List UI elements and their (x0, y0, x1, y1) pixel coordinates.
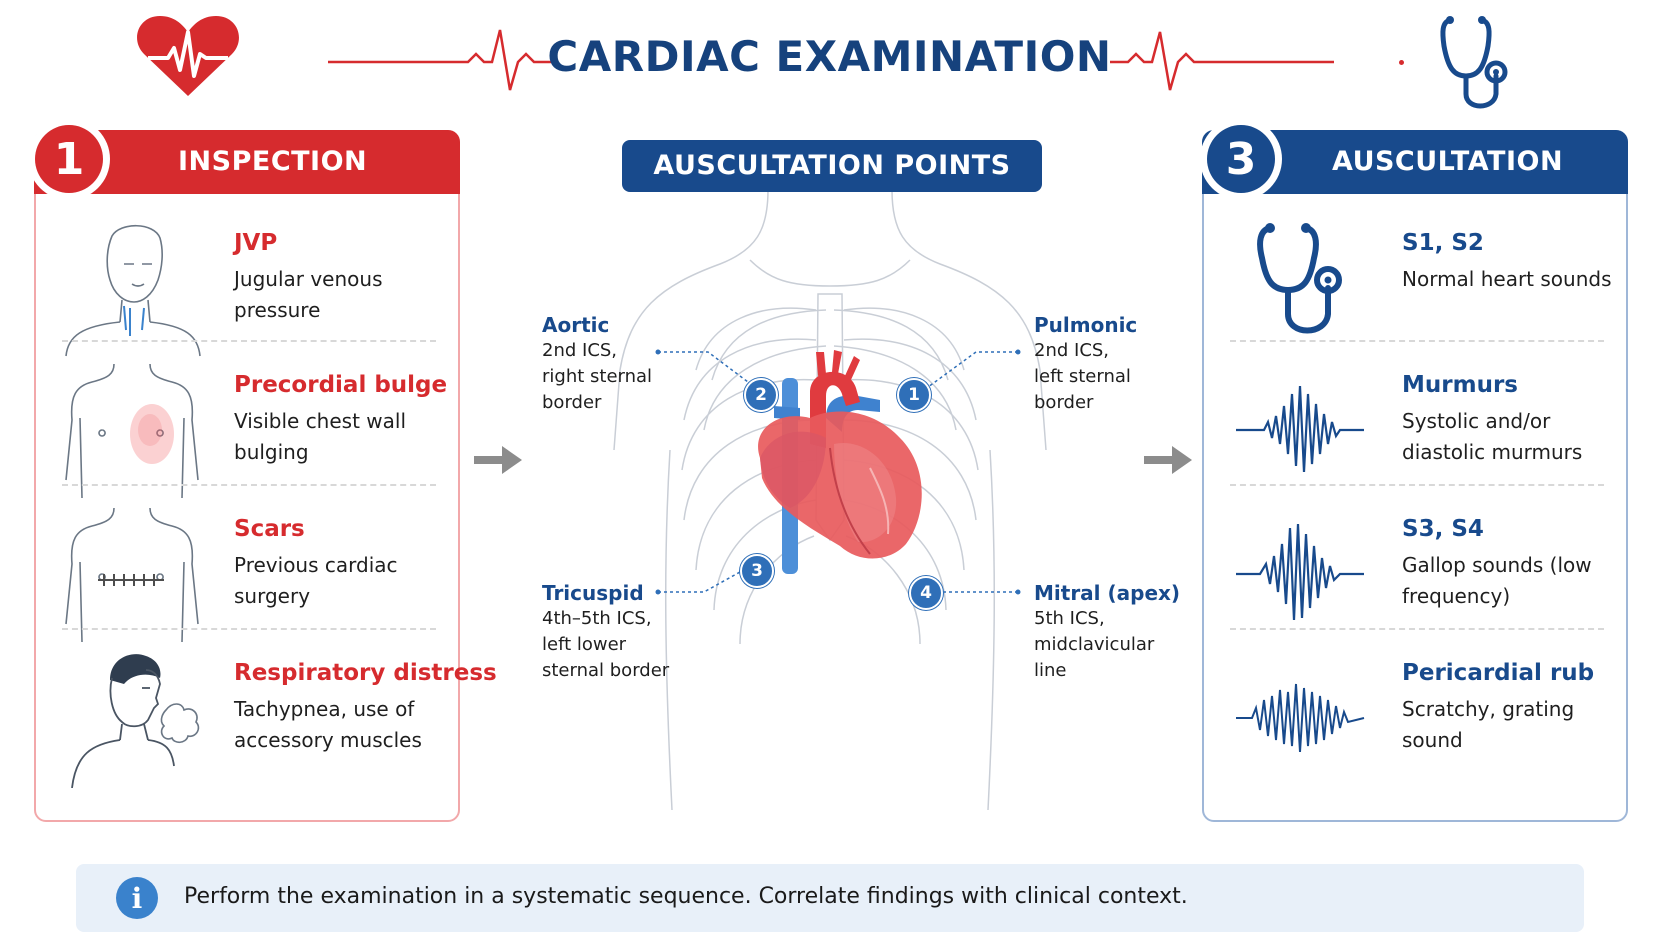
pulmonic-label: Pulmonic 2nd ICS, left sternal border (1034, 313, 1138, 413)
chest-bulge-icon (65, 363, 199, 499)
divider (1230, 340, 1604, 342)
auscultation-title: AUSCULTATION (1332, 146, 1564, 177)
ecg-line-left (328, 29, 552, 91)
aortic-label: Aortic 2nd ICS, right sternal border (542, 313, 653, 413)
info-text: Perform the examination in a systematic … (184, 884, 1188, 909)
auscultation-item-murmurs: Murmurs Systolic and/or diastolic murmur… (1230, 360, 1602, 510)
divider (1230, 628, 1604, 630)
auscultation-item-s1-s2: S1, S2 Normal heart sounds (1230, 218, 1612, 368)
inspection-item-jvp: JVP Jugular venous pressure (62, 218, 434, 368)
divider (62, 340, 436, 342)
divider (1230, 484, 1604, 486)
auscultation-points-header: AUSCULTATION POINTS (622, 140, 1042, 192)
arrow-right-icon (474, 446, 522, 474)
divider (62, 484, 436, 486)
ecg-line-right (1110, 31, 1334, 91)
heart-illustration (758, 350, 922, 574)
inspection-item-scars: Scars Previous cardiac surgery (62, 504, 434, 654)
tricuspid-label: Tricuspid 4th–5th ICS, left lower sterna… (542, 581, 670, 681)
pulmonic-point-marker: 1 (897, 378, 931, 412)
inspection-title: INSPECTION (178, 146, 368, 177)
auscultation-item-s3-s4: S3, S4 Gallop sounds (low frequency) (1230, 504, 1602, 654)
gallop-waveform-icon (1236, 523, 1364, 621)
arrow-right-icon (1144, 446, 1192, 474)
info-banner (76, 864, 1584, 932)
murmur-waveform-icon (1236, 385, 1364, 473)
page-title: CARDIAC EXAMINATION (547, 32, 1112, 81)
chest-scar-icon (65, 507, 199, 643)
mitral-label: Mitral (apex) 5th ICS, midclavicular lin… (1034, 581, 1181, 681)
auscultation-item-pericardial-rub: Pericardial rub Scratchy, grating sound (1230, 648, 1602, 798)
inspection-panel: INSPECTION 1 JVP Jugular venous pressure (28, 118, 497, 822)
auscultation-panel: AUSCULTATION 3 S1, S2 Normal heart sound… (1200, 118, 1628, 822)
heart-ecg-icon (137, 16, 239, 96)
stethoscope-icon (1257, 223, 1342, 334)
tricuspid-point-marker: 3 (740, 554, 774, 588)
step-1-badge: 1 (28, 118, 110, 200)
stethoscope-icon (1440, 16, 1508, 109)
decorative-dot (1399, 60, 1404, 65)
mitral-point-marker: 4 (909, 576, 943, 610)
info-icon: i (116, 877, 158, 919)
rub-waveform-icon (1236, 683, 1365, 753)
step-3-badge: 3 (1200, 118, 1282, 200)
leader-lines (655, 349, 1021, 595)
neck-veins-icon (65, 225, 201, 357)
aortic-point-marker: 2 (744, 378, 778, 412)
breathing-person-icon (71, 654, 200, 788)
inspection-item-respiratory-distress: Respiratory distress Tachypnea, use of a… (62, 648, 497, 798)
inspection-item-precordial-bulge: Precordial bulge Visible chest wall bulg… (62, 360, 447, 510)
divider (62, 628, 436, 630)
